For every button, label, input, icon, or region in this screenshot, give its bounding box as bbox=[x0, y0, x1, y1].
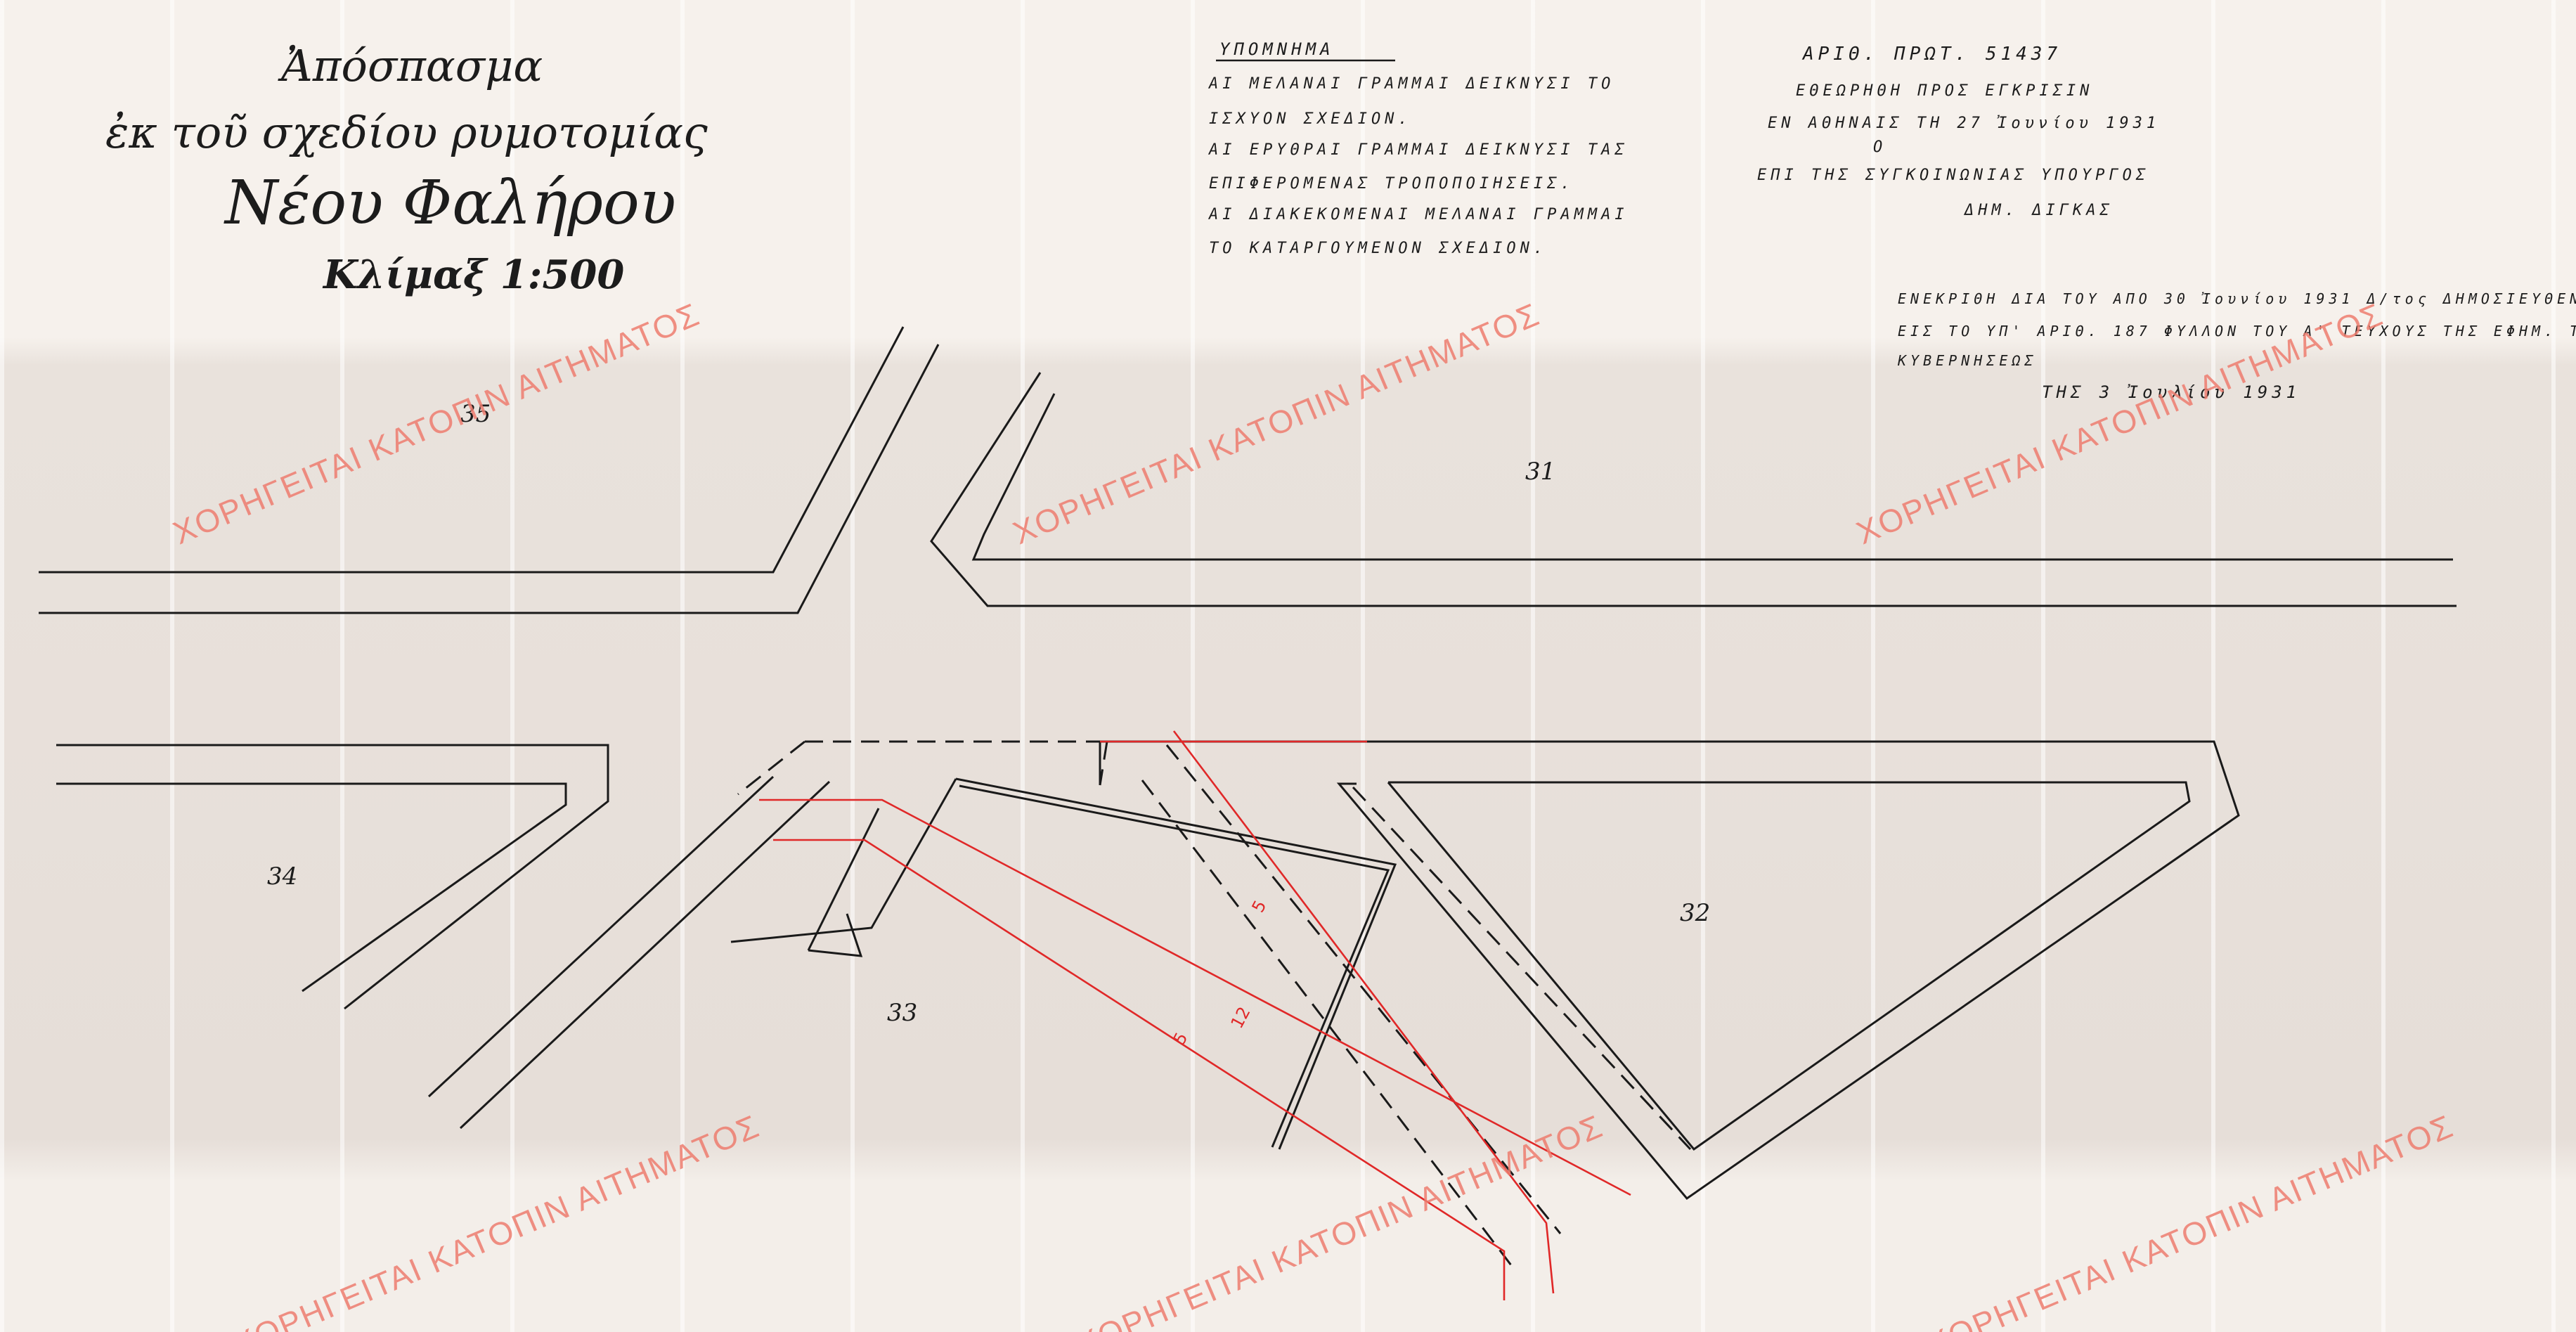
watermark-4: ΧΟΡΗΓΕΙΤΑΙ ΚΑΤΟΠΙΝ ΑΙΤΗΜΑΤΟΣ bbox=[228, 1107, 765, 1332]
block-number-31: 31 bbox=[1525, 458, 1555, 486]
minister-line: ΕΠΙ ΤΗΣ ΣΥΓΚΟΙΝΩΝΙΑΣ ΥΠΟΥΡΓΟΣ bbox=[1757, 167, 2149, 184]
cancelled-plan-lines bbox=[737, 740, 1692, 1266]
cancelled-line-d bbox=[1099, 741, 1108, 786]
existing-plan-lines bbox=[39, 326, 2457, 1201]
block-32-outline-outer bbox=[1099, 740, 2240, 1201]
block-33-building-a bbox=[955, 777, 1397, 1150]
legend-line-5: ΑΙ ΔΙΑΚΕΚΟΜΕΝΑΙ ΜΕΛΑΝΑΙ ΓΡΑΜΜΑΙ bbox=[1208, 206, 1629, 224]
block-32-outline-inner bbox=[1387, 781, 2191, 1151]
block-35-outline bbox=[39, 326, 905, 574]
legend-line-3: ΑΙ ΕΡΥΘΡΑΙ ΓΡΑΜΜΑΙ ΔΕΙΚΝΥΣΙ ΤΑΣ bbox=[1208, 141, 1629, 159]
block-number-35: 35 bbox=[460, 400, 491, 428]
block-34-outline-a bbox=[56, 744, 609, 1010]
title-line-3: Νέου Φαλήρου bbox=[224, 168, 676, 238]
legend-line-6: ΤΟ ΚΑΤΑΡΓΟΥΜΕΝΟΝ ΣΧΕΔΙΟΝ. bbox=[1209, 240, 1547, 257]
block-34-outline-b bbox=[56, 782, 567, 992]
article-line: Ο bbox=[1873, 138, 1886, 156]
publication-line-4: ΤΗΣ 3 Ἰουλίου 1931 bbox=[2042, 382, 2300, 402]
cancelled-line-b bbox=[1141, 780, 1513, 1266]
diagonal-street-edge-b bbox=[459, 780, 831, 1130]
red-dimension-1: 5 bbox=[1170, 1029, 1192, 1048]
protocol-number: ΑΡΙΘ. ΠΡΩΤ. 51437 bbox=[1801, 44, 2062, 65]
watermarks: ΧΟΡΗΓΕΙΤΑΙ ΚΑΤΟΠΙΝ ΑΙΤΗΜΑΤΟΣ ΧΟΡΗΓΕΙΤΑΙ … bbox=[168, 295, 2459, 1332]
block-31-outline bbox=[930, 372, 2457, 607]
publication-block: ΕΝΕΚΡΙΘΗ ΔΙΑ ΤΟΥ ΑΠΟ 30 Ἰουνίου 1931 Δ/τ… bbox=[1897, 290, 2576, 402]
legend-line-2: ΙΣΧΥΟΝ ΣΧΕΔΙΟΝ. bbox=[1209, 110, 1412, 128]
block-33-building-b bbox=[959, 784, 1390, 1148]
cancelled-line-c bbox=[1352, 786, 1692, 1151]
diagonal-street-edge-a bbox=[427, 775, 775, 1098]
reviewed-line: ΕΘΕΩΡΗΘΗ ΠΡΟΣ ΕΓΚΡΙΣΙΝ bbox=[1796, 82, 2093, 100]
red-line-1 bbox=[759, 798, 1631, 1196]
title-line-2: ἐκ τοῦ σχεδίου ρυμοτομίας bbox=[105, 107, 708, 158]
modification-lines: 5 12 5 bbox=[759, 730, 1631, 1300]
cancelled-line-a bbox=[1165, 744, 1562, 1234]
publication-line-3: ΚΥΒΕΡΝΗΣΕΩΣ bbox=[1897, 352, 2037, 369]
block-numbers: 35 31 34 33 32 bbox=[267, 400, 1710, 1027]
watermark-2: ΧΟΡΗΓΕΙΤΑΙ ΚΑΤΟΠΙΝ ΑΙΤΗΜΑΤΟΣ bbox=[1008, 295, 1545, 551]
legend-line-4: ΕΠΙΦΕΡΟΜΕΝΑΣ ΤΡΟΠΟΠΟΙΗΣΕΙΣ. bbox=[1209, 175, 1574, 193]
block-33-building-d bbox=[807, 808, 880, 951]
block-number-34: 34 bbox=[267, 862, 297, 891]
block-number-33: 33 bbox=[887, 999, 917, 1027]
red-dimension-3: 5 bbox=[1248, 897, 1271, 916]
watermark-6: ΧΟΡΗΓΕΙΤΑΙ ΚΑΤΟΠΙΝ ΑΙΤΗΜΑΤΟΣ bbox=[1922, 1107, 2459, 1332]
red-line-4 bbox=[1172, 730, 1555, 1294]
watermark-5: ΧΟΡΗΓΕΙΤΑΙ ΚΑΤΟΠΙΝ ΑΙΤΗΜΑΤΟΣ bbox=[1071, 1107, 1608, 1332]
publication-line-1: ΕΝΕΚΡΙΘΗ ΔΙΑ ΤΟΥ ΑΠΟ 30 Ἰουνίου 1931 Δ/τ… bbox=[1898, 290, 2576, 307]
legend: ΥΠΟΜΝΗΜΑ ΑΙ ΜΕΛΑΝΑΙ ΓΡΑΜΜΑΙ ΔΕΙΚΝΥΣΙ ΤΟ … bbox=[1208, 39, 1629, 257]
upper-street-south-edge bbox=[39, 344, 940, 614]
publication-line-2: ΕΙΣ ΤΟ ΥΠ' ΑΡΙΘ. 187 ΦΥΛΛΟΝ ΤΟΥ Α' ΤΕΥΧΟ… bbox=[1898, 323, 2576, 340]
title-block: Ἀπόσπασμα ἐκ τοῦ σχεδίου ρυμοτομίας Νέου… bbox=[105, 40, 708, 298]
legend-line-1: ΑΙ ΜΕΛΑΝΑΙ ΓΡΑΜΜΑΙ ΔΕΙΚΝΥΣΙ ΤΟ bbox=[1208, 75, 1614, 93]
red-dimension-2: 12 bbox=[1227, 1004, 1255, 1032]
cancelled-line-corner bbox=[737, 740, 805, 796]
red-line-2 bbox=[773, 839, 1506, 1300]
watermark-1: ΧΟΡΗΓΕΙΤΑΙ ΚΑΤΟΠΙΝ ΑΙΤΗΜΑΤΟΣ bbox=[168, 295, 705, 551]
block-number-32: 32 bbox=[1680, 899, 1710, 927]
block-33-building-e bbox=[808, 913, 863, 957]
minister-name: ΔΗΜ. ΔΙΓΚΑΣ bbox=[1963, 202, 2114, 219]
scale-label: Κλίμαξ 1:500 bbox=[322, 252, 624, 298]
block-33-building-c bbox=[730, 778, 957, 943]
approval-block: ΑΡΙΘ. ΠΡΩΤ. 51437 ΕΘΕΩΡΗΘΗ ΠΡΟΣ ΕΓΚΡΙΣΙΝ… bbox=[1757, 44, 2160, 219]
title-line-1: Ἀπόσπασμα bbox=[278, 40, 543, 91]
upper-street-north-edge bbox=[971, 393, 2453, 561]
date-place-line: ΕΝ ΑΘΗΝΑΙΣ ΤΗ 27 Ἰουνίου 1931 bbox=[1768, 115, 2160, 132]
legend-heading: ΥΠΟΜΝΗΜΑ bbox=[1219, 39, 1335, 59]
